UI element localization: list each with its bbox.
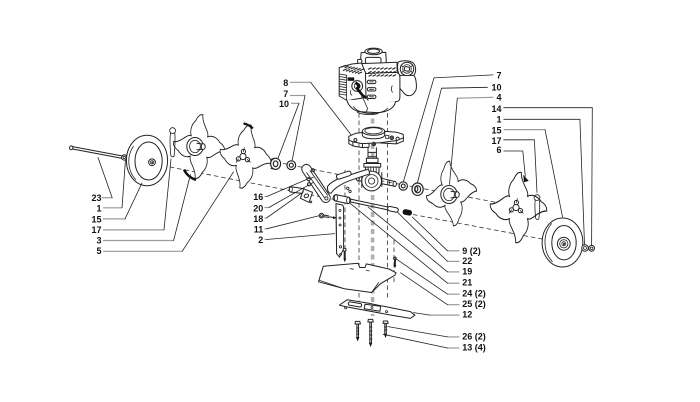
svg-text:8: 8 bbox=[283, 78, 288, 88]
svg-text:1: 1 bbox=[96, 204, 101, 214]
svg-text:2: 2 bbox=[258, 235, 263, 245]
svg-text:12: 12 bbox=[462, 310, 472, 320]
svg-text:4: 4 bbox=[496, 93, 501, 103]
svg-text:18: 18 bbox=[253, 214, 263, 224]
svg-text:10: 10 bbox=[491, 83, 501, 93]
svg-text:6: 6 bbox=[496, 145, 501, 155]
svg-text:20: 20 bbox=[253, 204, 263, 214]
svg-text:7: 7 bbox=[283, 89, 288, 99]
svg-text:1: 1 bbox=[496, 115, 501, 125]
svg-text:16: 16 bbox=[253, 192, 263, 202]
svg-text:11: 11 bbox=[254, 224, 264, 234]
svg-text:19: 19 bbox=[462, 266, 472, 276]
svg-text:22: 22 bbox=[462, 256, 472, 266]
svg-text:15: 15 bbox=[91, 214, 101, 224]
svg-text:24 (2): 24 (2) bbox=[462, 289, 486, 299]
svg-text:25 (2): 25 (2) bbox=[462, 299, 486, 309]
svg-text:13 (4): 13 (4) bbox=[462, 342, 486, 352]
svg-text:17: 17 bbox=[491, 136, 501, 146]
svg-text:26 (2): 26 (2) bbox=[462, 331, 486, 341]
svg-text:23: 23 bbox=[91, 193, 101, 203]
svg-text:10: 10 bbox=[279, 99, 289, 109]
svg-text:21: 21 bbox=[462, 278, 472, 288]
svg-text:17: 17 bbox=[91, 225, 101, 235]
svg-text:9 (2): 9 (2) bbox=[462, 246, 481, 256]
svg-text:3: 3 bbox=[96, 236, 101, 246]
svg-text:5: 5 bbox=[96, 246, 101, 256]
svg-text:14: 14 bbox=[491, 104, 501, 114]
svg-text:15: 15 bbox=[491, 125, 501, 135]
svg-text:7: 7 bbox=[496, 70, 501, 80]
